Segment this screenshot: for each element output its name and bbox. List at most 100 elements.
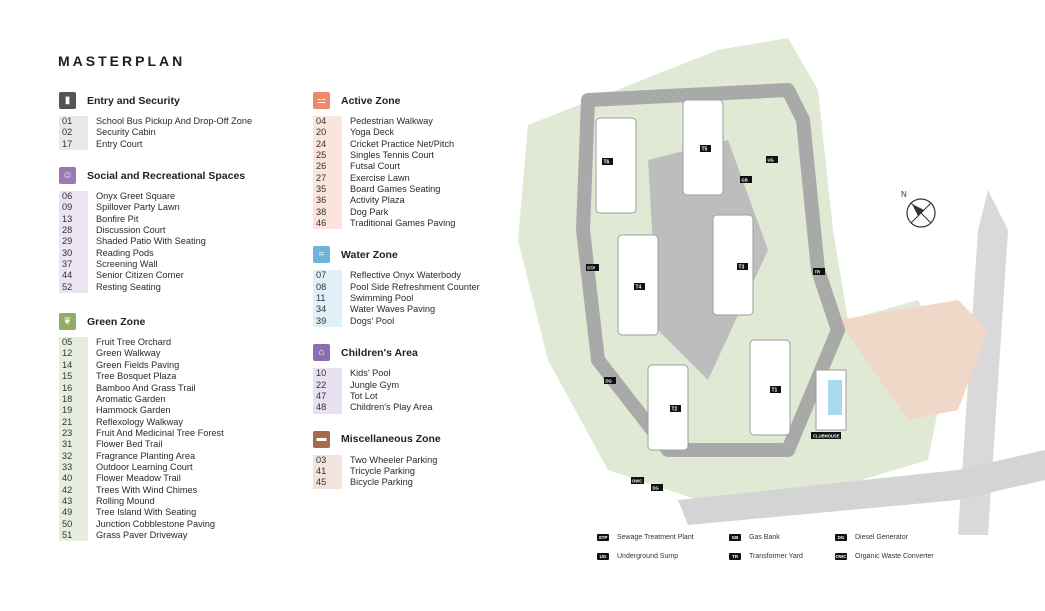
legend-item-label: Dog Park: [350, 206, 389, 217]
legend-item-number: 07: [313, 270, 342, 282]
internal-road-inner: [648, 140, 768, 380]
legend-item-label: Rolling Mound: [96, 495, 155, 506]
legend-item-number: 44: [59, 270, 88, 282]
legend-item-number: 49: [59, 507, 88, 519]
legend-item-label: Trees With Wind Chimes: [96, 484, 198, 495]
key-label: Diesel Generator: [855, 534, 908, 541]
zone-title: Social and Recreational Spaces: [87, 169, 246, 182]
legend-item-label: Shaded Patio With Seating: [96, 236, 206, 247]
legend-item-label: Onyx Greet Square: [96, 191, 176, 202]
key-label: Organic Waste Converter: [855, 553, 934, 560]
facility-label: OWC: [632, 479, 642, 484]
key-tag: DG: [835, 534, 847, 541]
legend-item-number: 32: [59, 450, 88, 462]
legend-item: 51 Grass Paver Driveway: [59, 529, 224, 542]
key-tag: TR: [729, 553, 741, 560]
legend-item-label: Singles Tennis Court: [350, 150, 435, 161]
legend-item: 13 Bonfire Pit: [59, 213, 206, 226]
legend-item-label: Resting Seating: [96, 281, 161, 292]
tower-label: T1: [772, 388, 778, 394]
legend-item-number: 24: [313, 138, 342, 151]
legend-item-label: Pool Side Refreshment Counter: [350, 281, 480, 292]
legend-item-number: 21: [59, 416, 88, 428]
key-tag: OWC: [835, 553, 847, 560]
legend-item-number: 52: [59, 281, 88, 294]
key-label: Sewage Treatment Plant: [617, 534, 694, 541]
legend-item-label: Reflective Onyx Waterbody: [350, 270, 461, 281]
legend-item-label: Flower Bed Trail: [96, 439, 163, 450]
legend-item-number: 06: [59, 191, 88, 203]
legend-item-number: 13: [59, 213, 88, 226]
legend-item: 46 Traditional Games Paving: [313, 218, 456, 230]
legend-item-label: Grass Paver Driveway: [96, 529, 188, 540]
external-road-bottom: [678, 450, 1045, 525]
legend-item-label: Bonfire Pit: [96, 213, 139, 224]
legend-item-label: Traditional Games Paving: [350, 218, 456, 229]
legend-item-label: Children's Play Area: [350, 402, 433, 413]
legend-item-label: Jungle Gym: [350, 379, 400, 390]
zone-title: Children's Area: [341, 346, 418, 359]
legend-item-number: 02: [59, 127, 88, 139]
legend-item-number: 51: [59, 529, 88, 542]
legend-item-label: Tricycle Parking: [350, 465, 416, 476]
legend-item-label: Aromatic Garden: [96, 393, 166, 404]
legend-item-number: 10: [313, 368, 342, 380]
internal-road: [576, 83, 845, 457]
key-label: Transformer Yard: [749, 553, 803, 560]
tower-label: T5: [702, 147, 708, 153]
legend-item: 39 Dogs' Pool: [313, 315, 480, 328]
legend-item-number: 14: [59, 359, 88, 372]
key-item: GB Gas Bank: [729, 534, 780, 541]
key-item: STP Sewage Treatment Plant: [597, 534, 694, 541]
compass-north-label: N: [901, 190, 907, 199]
legend-item-number: 19: [59, 405, 88, 417]
legend-item-number: 27: [313, 172, 342, 185]
legend-item-number: 39: [313, 315, 342, 328]
legend-item-number: 17: [59, 138, 88, 151]
key-label: Underground Sump: [617, 553, 679, 560]
legend-item-label: Dogs' Pool: [350, 315, 395, 326]
legend-item-number: 04: [313, 116, 342, 128]
masterplan-map: T6 T5 T4 T3 T2 T1 UG GB TR STP DG CLUBHO…: [518, 38, 1045, 535]
legend-item: 52 Resting Seating: [59, 281, 206, 294]
legend-item-label: Exercise Lawn: [350, 172, 410, 183]
legend-item-number: 03: [313, 454, 342, 466]
legend-item-number: 42: [59, 484, 88, 496]
legend-item-number: 46: [313, 218, 342, 230]
facility-label: STP: [587, 266, 595, 271]
